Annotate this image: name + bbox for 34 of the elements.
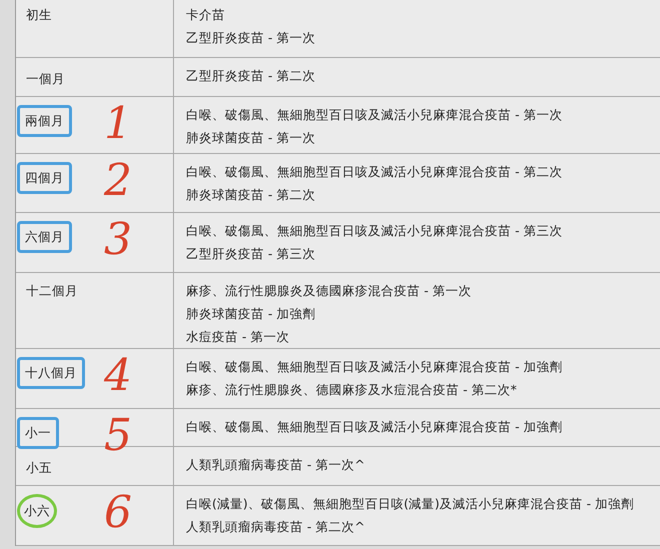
highlighted-age-text: 小一 [17,417,59,449]
age-text: 十二個月 [26,282,78,300]
vaccine-text: 白喉、破傷風、無細胞型百日咳及滅活小兒麻痺混合疫苗 - 加強劑 [186,358,562,376]
vaccine-text: 乙型肝炎疫苗 - 第二次 [186,67,316,85]
vaccine-text: 麻疹、流行性腮腺炎及德國麻疹混合疫苗 - 第一次 [186,282,472,300]
highlighted-age-text: 十八個月 [17,357,85,389]
highlighted-age-text: 兩個月 [17,105,72,137]
vaccine-text: 卡介苗 [186,6,225,24]
highlighted-age-text: 六個月 [17,221,72,253]
vaccine-text: 肺炎球菌疫苗 - 加強劑 [186,305,316,323]
vaccine-text: 白喉、破傷風、無細胞型百日咳及滅活小兒麻痺混合疫苗 - 加強劑 [186,418,562,436]
vaccine-text: 肺炎球菌疫苗 - 第二次 [186,186,316,204]
handwritten-number: 6 [104,491,132,535]
handwritten-number: 5 [104,414,132,458]
circled-age-text: 小六 [17,494,57,528]
vaccine-text: 白喉、破傷風、無細胞型百日咳及滅活小兒麻痺混合疫苗 - 第一次 [186,106,562,124]
vaccine-text: 人類乳頭瘤病毒疫苗 - 第二次^ [186,518,365,536]
vaccine-text: 水痘疫苗 - 第一次 [186,328,290,346]
age-text: 小五 [26,458,52,476]
vaccine-text: 乙型肝炎疫苗 - 第三次 [186,245,316,263]
vaccine-text: 乙型肝炎疫苗 - 第一次 [186,29,316,47]
highlighted-age-text: 四個月 [17,162,72,194]
vaccine-text: 白喉(減量)、破傷風、無細胞型百日咳(減量)及滅活小兒麻痺混合疫苗 - 加強劑 [186,495,634,513]
handwritten-number: 1 [104,102,132,146]
vaccine-text: 肺炎球菌疫苗 - 第一次 [186,129,316,147]
age-text: 一個月 [26,70,65,88]
handwritten-number: 4 [104,354,132,398]
vaccine-text: 白喉、破傷風、無細胞型百日咳及滅活小兒麻痺混合疫苗 - 第二次 [186,163,562,181]
vaccine-text: 人類乳頭瘤病毒疫苗 - 第一次^ [186,456,365,474]
handwritten-number: 3 [104,218,132,262]
vaccine-text: 白喉、破傷風、無細胞型百日咳及滅活小兒麻痺混合疫苗 - 第三次 [186,222,562,240]
vaccine-text: 麻疹、流行性腮腺炎、德國麻疹及水痘混合疫苗 - 第二次* [186,381,517,399]
age-text: 初生 [26,6,52,24]
handwritten-number: 2 [104,159,132,203]
